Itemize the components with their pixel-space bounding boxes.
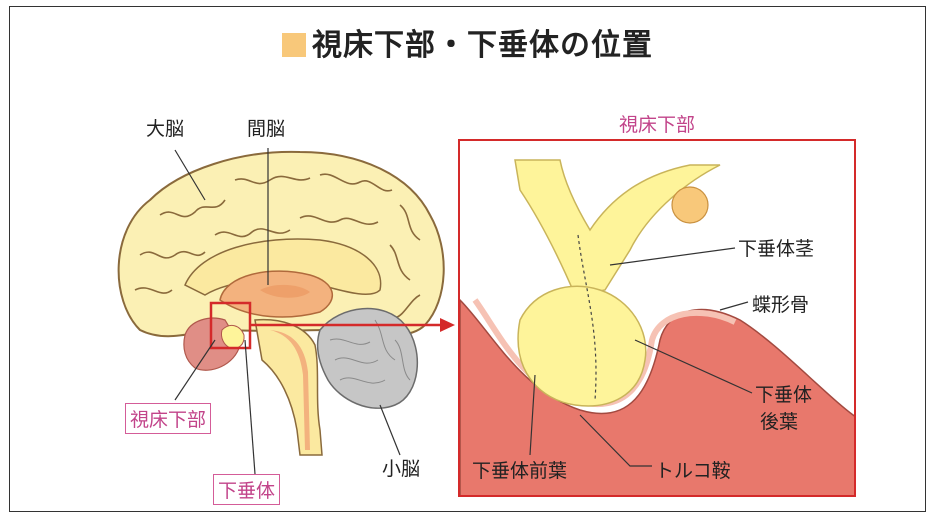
pituitary-gland — [517, 285, 647, 407]
label-posterior-lobe-2: 後葉 — [760, 411, 799, 433]
brainstem-shape — [254, 318, 323, 456]
left-leader-lines — [174, 148, 401, 475]
right-leader-lines — [529, 247, 753, 467]
zoom-arrow-head — [440, 318, 455, 332]
pituitary-small — [221, 324, 245, 349]
label-anterior-lobe: 下垂体前葉 — [472, 460, 568, 482]
cerebellum-shape — [316, 307, 418, 409]
label-cerebellum: 小脳 — [382, 458, 421, 480]
inset-content — [460, 159, 854, 495]
label-cerebrum: 大脳 — [146, 118, 185, 140]
hypothalamus-upper — [514, 159, 721, 296]
title-text: 視床下部・下垂体の位置 — [312, 28, 653, 63]
thalamus-inner — [260, 284, 310, 298]
sphenoid-bone — [460, 298, 854, 495]
lobe-divider — [577, 234, 597, 401]
label-pituitary-box: 下垂体 — [213, 474, 281, 505]
label-diencephalon: 間脳 — [247, 118, 286, 140]
label-sphenoid-bone: 蝶形骨 — [752, 294, 810, 316]
label-hypothalamus-box: 視床下部 — [125, 403, 212, 434]
label-pituitary-stalk: 下垂体茎 — [738, 238, 815, 260]
sella-lining — [472, 298, 737, 408]
optic-chiasm-circle — [671, 186, 709, 224]
title-square-icon — [282, 33, 306, 57]
page-title: 視床下部・下垂体の位置 — [0, 20, 935, 64]
label-posterior-lobe-1: 下垂体 — [755, 384, 813, 406]
inset-title: 視床下部 — [619, 114, 696, 136]
brainstem-core — [270, 330, 310, 450]
label-sella-turcica: トルコ鞍 — [655, 460, 731, 482]
